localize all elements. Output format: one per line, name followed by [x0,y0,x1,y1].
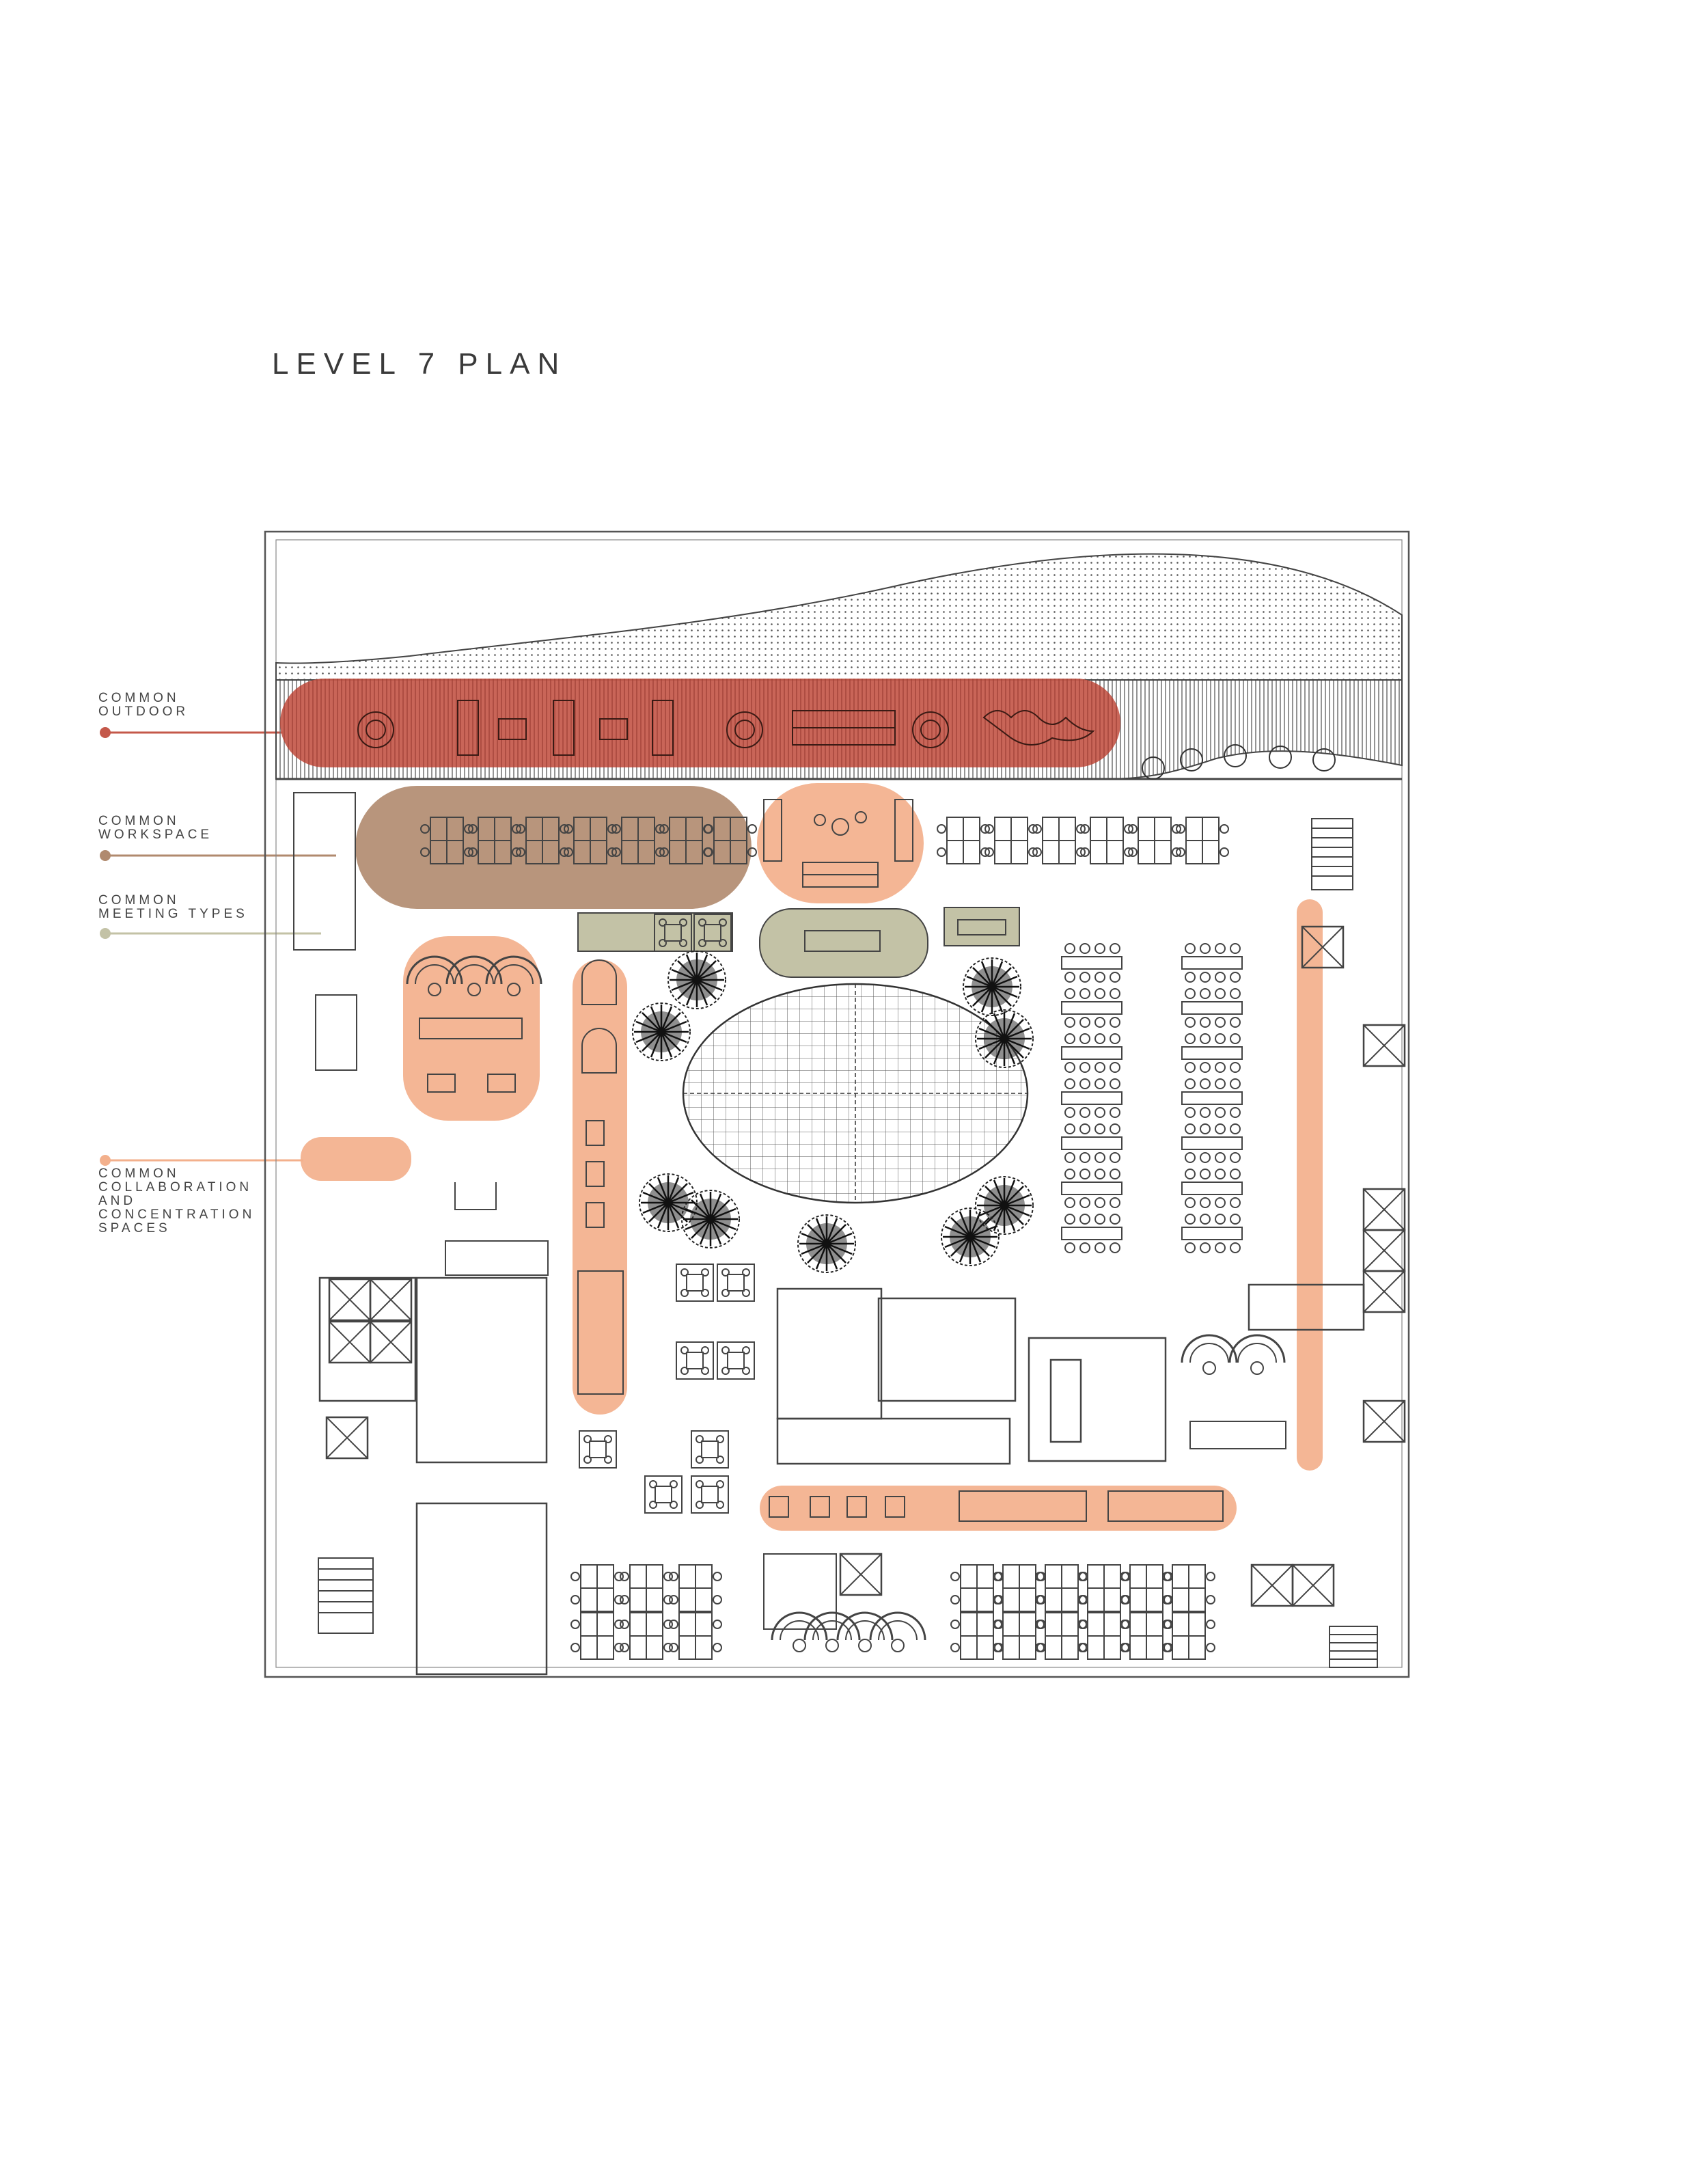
legend-leaders [100,727,336,1166]
legend-dot-meeting [100,928,111,939]
north-lounge [763,799,913,888]
west-rooms [293,792,549,1276]
legend-dot-outdoor [100,727,111,738]
zone-common-workspace [355,786,752,909]
east-lounge-chairs [1181,1334,1286,1449]
facade-planters [1142,744,1336,780]
outdoor-furniture [357,700,1095,756]
north-desk-clusters [937,817,1229,864]
south-lounge [763,1553,926,1653]
central-strip-furniture [577,959,624,1395]
stairs [318,818,1378,1668]
page-title: LEVEL 7 PLAN [272,347,567,381]
zone-collab-south-strip [760,1486,1237,1531]
zone-collab-east-strip [1297,899,1323,1471]
legend-dot-workspace [100,850,111,861]
south-desk-clusters [570,1564,1215,1660]
zone-collab-west-pod [301,1137,411,1181]
zone-common-outdoor-texture [280,679,1120,767]
south-strip-furniture [769,1490,1224,1522]
legend-dot-collab [100,1155,111,1166]
terrace-dotted-area [275,553,1403,681]
atrium-void [682,983,1029,1204]
building-outline [264,530,1410,1678]
zone-collab-north [757,783,924,903]
west-lounge-furniture [406,955,542,1093]
meeting-rooms [577,907,1020,978]
east-desk-rows [1061,943,1243,1253]
zone-collab-west-lounge [403,936,540,1121]
